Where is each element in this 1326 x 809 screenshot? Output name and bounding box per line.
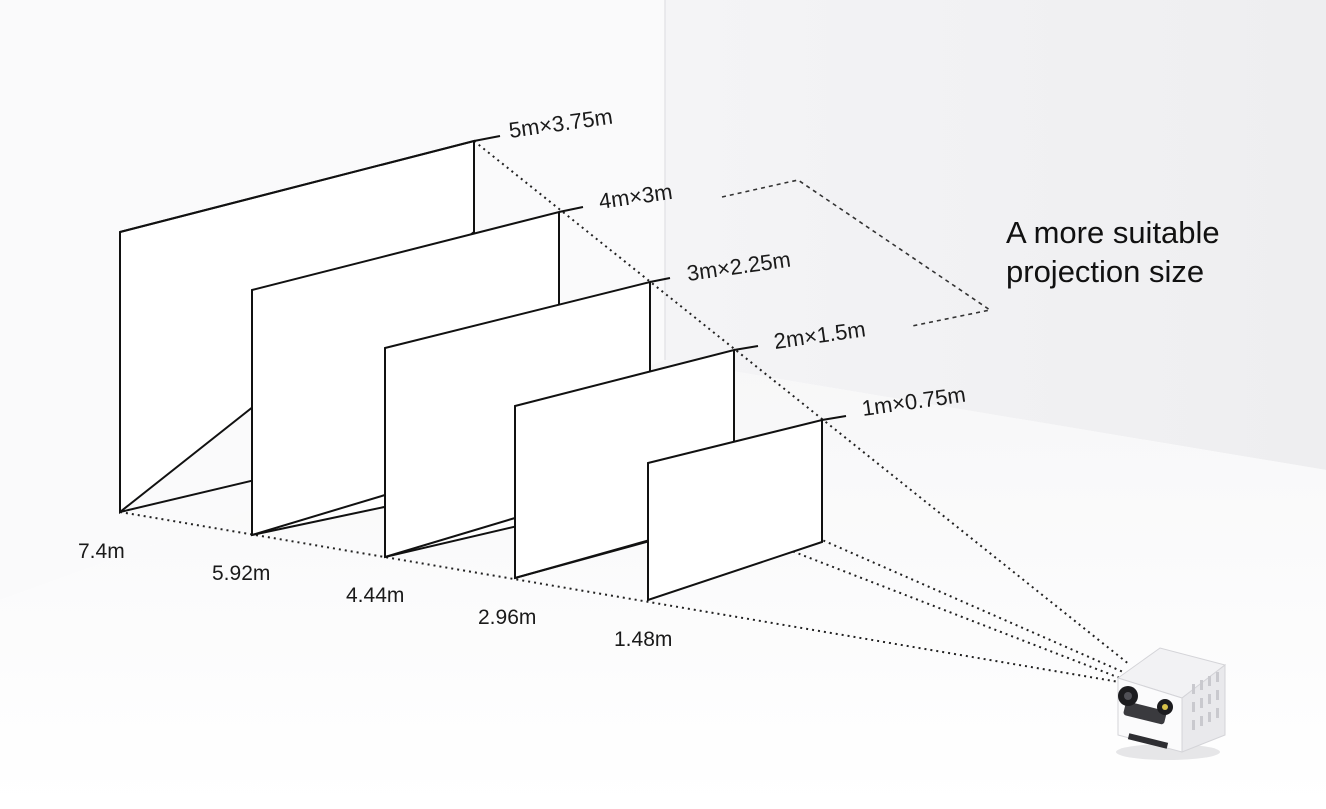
projector-vents xyxy=(1192,672,1219,730)
distance-label-2-96m: 2.96m xyxy=(478,606,536,629)
projector-icon xyxy=(1116,647,1227,760)
callout-bracket xyxy=(721,179,993,327)
cone-line-bottom-left xyxy=(119,511,1126,684)
projection-cone xyxy=(119,140,1131,684)
distance-label-5-92m: 5.92m xyxy=(212,562,270,585)
distance-label-1-48m: 1.48m xyxy=(614,628,672,651)
cone-line-bottom-right xyxy=(473,427,1126,681)
distance-label-4-44m: 4.44m xyxy=(346,584,404,607)
cone-line-top-right xyxy=(473,140,1131,666)
distance-label-7-4m: 7.4m xyxy=(78,540,125,563)
cone-line-top-left xyxy=(119,231,1131,676)
callout-line-1: A more suitable xyxy=(1006,215,1220,250)
callout-line-2: projection size xyxy=(1006,254,1204,289)
suitable-size-callout: A more suitable projection size xyxy=(721,179,1220,327)
